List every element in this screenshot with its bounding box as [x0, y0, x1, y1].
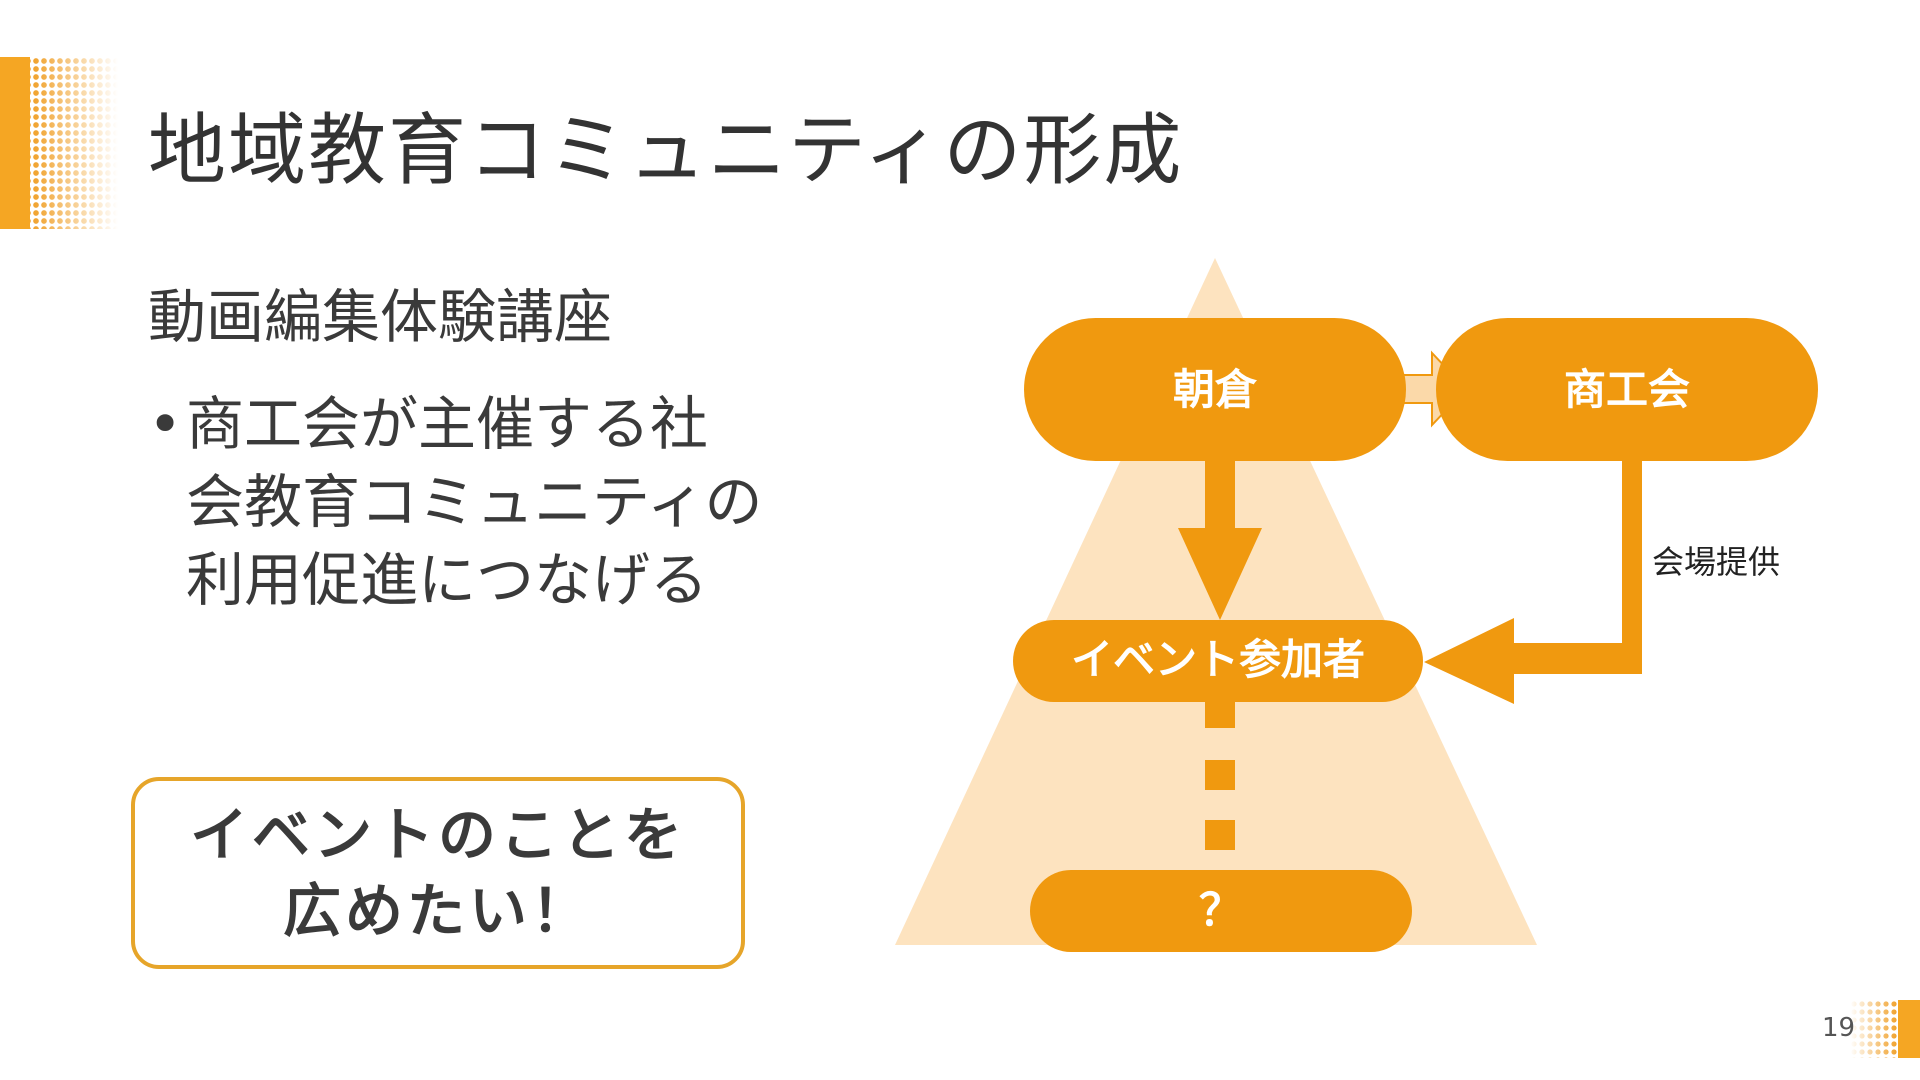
slide-title: 地域教育コミュニティの形成: [148, 106, 1184, 196]
arrow-down-to-participants: [1178, 455, 1262, 620]
node-event-participants-label: イベント参加者: [1071, 635, 1365, 684]
node-shokokai: [1436, 318, 1818, 461]
edge-label-venue: 会場提供: [1652, 543, 1781, 581]
bullet-line-1: 商工会が主催する社: [186, 390, 709, 458]
node-shokokai-label: 商工会: [1564, 365, 1690, 414]
subheading: 動画編集体験講座: [148, 283, 613, 351]
node-asakura-label: 朝倉: [1173, 365, 1258, 414]
corner-dot-pattern-bottom-right: [1850, 1000, 1920, 1058]
bullet-marker: •: [148, 390, 183, 458]
node-unknown: [1030, 870, 1412, 952]
node-asakura: [1024, 318, 1406, 461]
connector-dash-3: [1205, 820, 1235, 850]
corner-dot-pattern-top-left: [0, 57, 118, 229]
callout-line-2: 広めたい！: [282, 877, 593, 945]
bullet-line-2: 会教育コミュニティの: [186, 468, 763, 536]
bullet-text: 商工会が主催する社 会教育コミュニティの 利用促進につなげる: [186, 385, 788, 619]
node-event-participants: [1013, 620, 1423, 702]
callout-line-1: イベントのことを: [189, 801, 686, 869]
bullet-point: • 商工会が主催する社 会教育コミュニティの 利用促進につなげる: [148, 385, 788, 619]
bullet-line-3: 利用促進につなげる: [186, 546, 709, 614]
node-unknown-label: ？: [1199, 885, 1243, 936]
page-number: 19: [1822, 1013, 1856, 1043]
callout-box: イベントのことを 広めたい！: [131, 777, 745, 969]
connector-dash-2: [1205, 760, 1235, 790]
arrow-elbow-to-participants: [1424, 455, 1642, 704]
